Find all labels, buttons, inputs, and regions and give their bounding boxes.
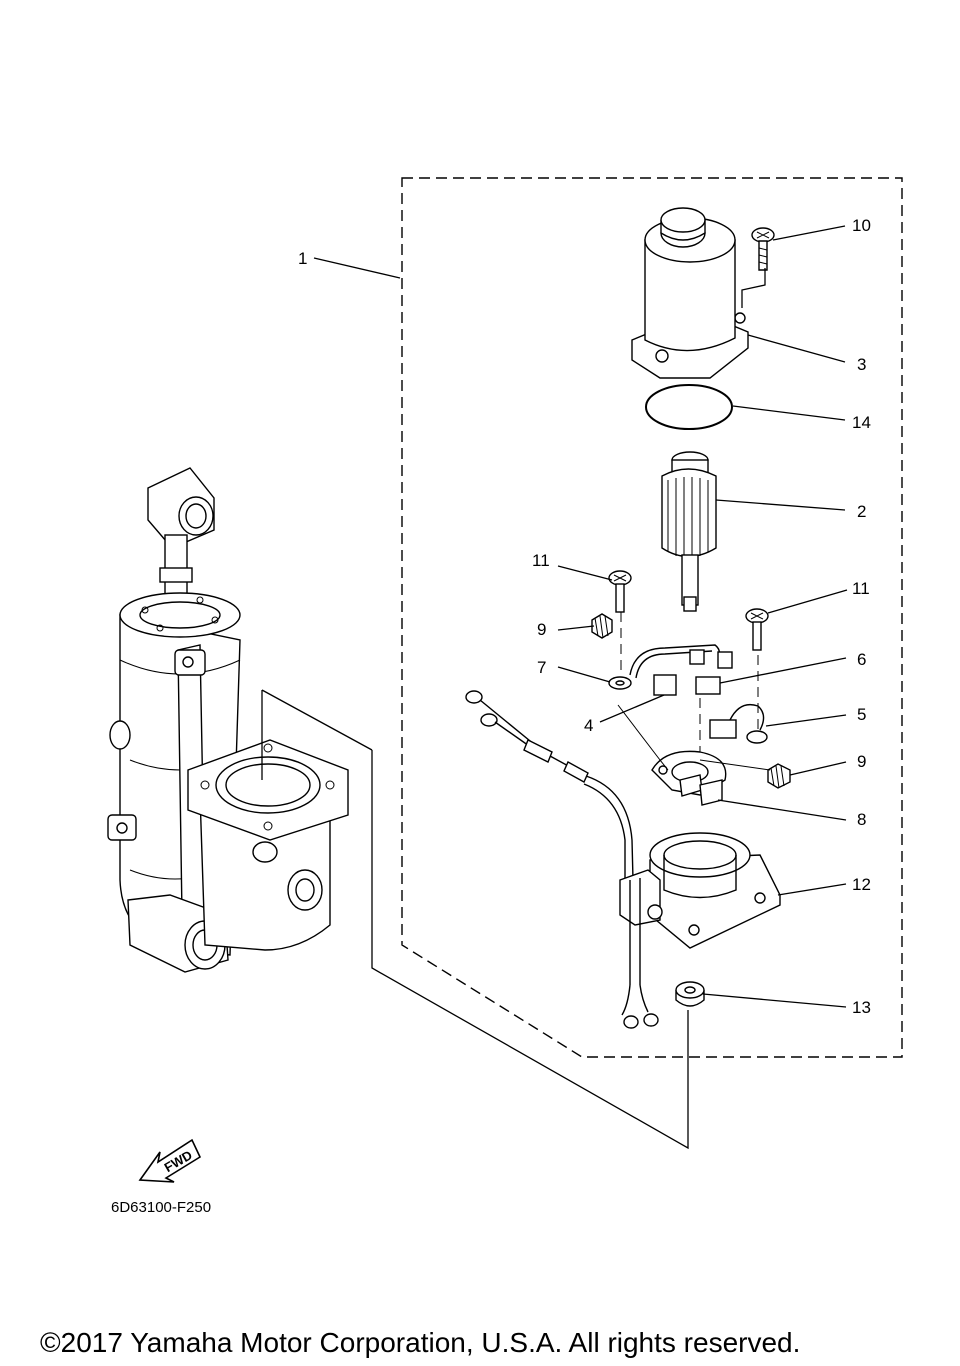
callout-7: 7 [537, 658, 546, 677]
part-2-armature [661, 451, 717, 612]
part-14-o-ring [645, 384, 733, 430]
callout-4: 4 [584, 716, 593, 735]
callout-9-upper: 9 [537, 620, 546, 639]
part-7-washer [608, 676, 632, 690]
copyright-notice: ©2017 Yamaha Motor Corporation, U.S.A. A… [40, 1327, 800, 1358]
callout-13: 13 [852, 998, 871, 1017]
part-13-grommet [675, 981, 705, 1007]
callout-9-lower: 9 [857, 752, 866, 771]
callout-8: 8 [857, 810, 866, 829]
callout-5: 5 [857, 705, 866, 724]
part-12-stator-base [619, 832, 781, 1029]
part-8-brush-holder [651, 750, 727, 806]
callout-11-left: 11 [532, 551, 550, 570]
part-9-spring-upper [591, 613, 613, 639]
callout-10: 10 [852, 216, 871, 235]
callout-2: 2 [857, 502, 866, 521]
assembly-lines [261, 268, 771, 1150]
assembly-boundary-dashed [401, 177, 903, 1058]
callout-3: 3 [857, 355, 866, 374]
part-6-brush [695, 676, 721, 695]
part-11-bolt-right [745, 608, 769, 651]
fwd-direction-arrow: FWD [138, 1138, 202, 1183]
callout-14: 14 [852, 413, 871, 432]
diagram-code: 6D63100-F250 [111, 1199, 211, 1216]
leader-lines [313, 225, 848, 1008]
callout-12: 12 [852, 875, 871, 894]
power-lead-harness [465, 690, 634, 881]
tilt-cylinder-unit [107, 467, 349, 973]
part-11-bolt-left [608, 570, 632, 613]
callout-numbers: 1 10 3 14 2 11 9 11 7 6 4 5 9 8 12 13 [298, 216, 871, 1017]
part-4-brush-set [629, 644, 733, 696]
callout-6: 6 [857, 650, 866, 669]
part-9-spring-lower [767, 763, 791, 789]
part-10-bolt [751, 227, 775, 271]
part-3-motor-yoke [631, 207, 749, 379]
callout-1: 1 [298, 249, 307, 268]
callout-11-right: 11 [852, 579, 870, 598]
